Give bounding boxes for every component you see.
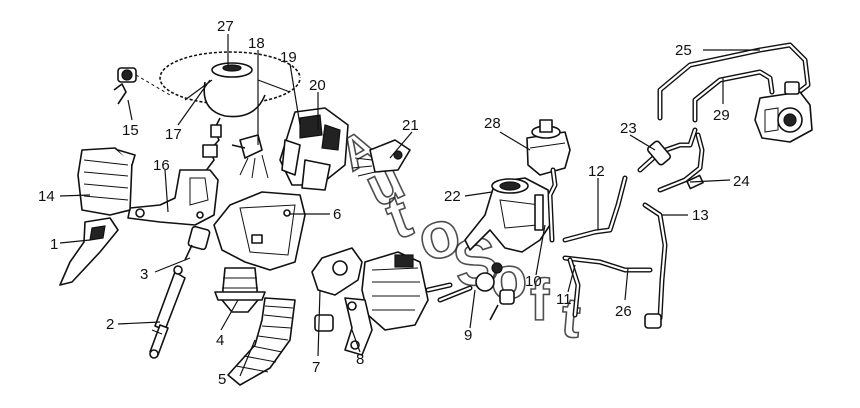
callout-17: 17 bbox=[165, 126, 182, 143]
callout-27: 27 bbox=[217, 18, 234, 35]
leader-lines bbox=[59, 34, 760, 377]
callout-1: 1 bbox=[50, 236, 58, 253]
hydraulic-pipe-23 bbox=[637, 127, 698, 173]
hydraulic-pipe-12 bbox=[562, 175, 628, 243]
callout-7: 7 bbox=[312, 359, 320, 376]
hydraulic-pipe-29 bbox=[692, 69, 775, 123]
fluid-reservoir bbox=[526, 119, 571, 243]
callout-9: 9 bbox=[464, 327, 472, 344]
callouts: 27 18 19 20 21 17 15 16 14 1 3 2 4 5 6 7… bbox=[38, 18, 750, 388]
callout-16: 16 bbox=[153, 157, 170, 174]
callout-8: 8 bbox=[356, 351, 364, 368]
callout-4: 4 bbox=[216, 332, 224, 349]
steering-gear bbox=[311, 247, 453, 331]
callout-24: 24 bbox=[733, 173, 750, 190]
combination-switch bbox=[231, 107, 349, 191]
hydraulic-pipe-13 bbox=[642, 202, 668, 329]
callout-25: 25 bbox=[675, 42, 692, 59]
callout-19: 19 bbox=[280, 49, 297, 66]
hydraulic-pipe-26 bbox=[562, 255, 653, 318]
tie-rod-end bbox=[437, 262, 515, 321]
callout-21: 21 bbox=[402, 117, 419, 134]
callout-5: 5 bbox=[218, 371, 226, 388]
callout-12: 12 bbox=[588, 163, 605, 180]
column-bracket bbox=[127, 169, 219, 226]
column-cover-upper bbox=[77, 147, 136, 216]
universal-joint bbox=[184, 225, 211, 261]
callout-26: 26 bbox=[615, 303, 632, 320]
hydraulic-pipe-25 bbox=[657, 42, 811, 121]
steering-box-housing bbox=[464, 177, 553, 253]
steering-column bbox=[202, 117, 222, 173]
steering-wheel bbox=[159, 51, 301, 118]
callout-23: 23 bbox=[620, 120, 637, 137]
mounting-plate bbox=[213, 191, 306, 271]
callout-2: 2 bbox=[106, 316, 114, 333]
callout-11: 11 bbox=[556, 291, 572, 308]
callout-22: 22 bbox=[444, 188, 461, 205]
power-steering-pump bbox=[754, 81, 813, 143]
shock-damper bbox=[149, 265, 186, 359]
rubber-boot bbox=[214, 267, 266, 313]
callout-3: 3 bbox=[140, 266, 148, 283]
callout-10: 10 bbox=[525, 273, 542, 290]
callout-14: 14 bbox=[38, 188, 55, 205]
column-cover-lower bbox=[59, 217, 119, 286]
callout-20: 20 bbox=[309, 77, 326, 94]
watermark-letter-7: f bbox=[530, 268, 550, 333]
callout-13: 13 bbox=[692, 207, 709, 224]
ignition-switch bbox=[113, 67, 171, 105]
callout-6: 6 bbox=[333, 206, 341, 223]
switch-connector bbox=[351, 139, 411, 177]
callout-18: 18 bbox=[248, 35, 265, 52]
callout-15: 15 bbox=[122, 122, 139, 139]
callout-28: 28 bbox=[484, 115, 501, 132]
callout-29: 29 bbox=[713, 107, 730, 124]
pitman-arm bbox=[314, 297, 373, 356]
